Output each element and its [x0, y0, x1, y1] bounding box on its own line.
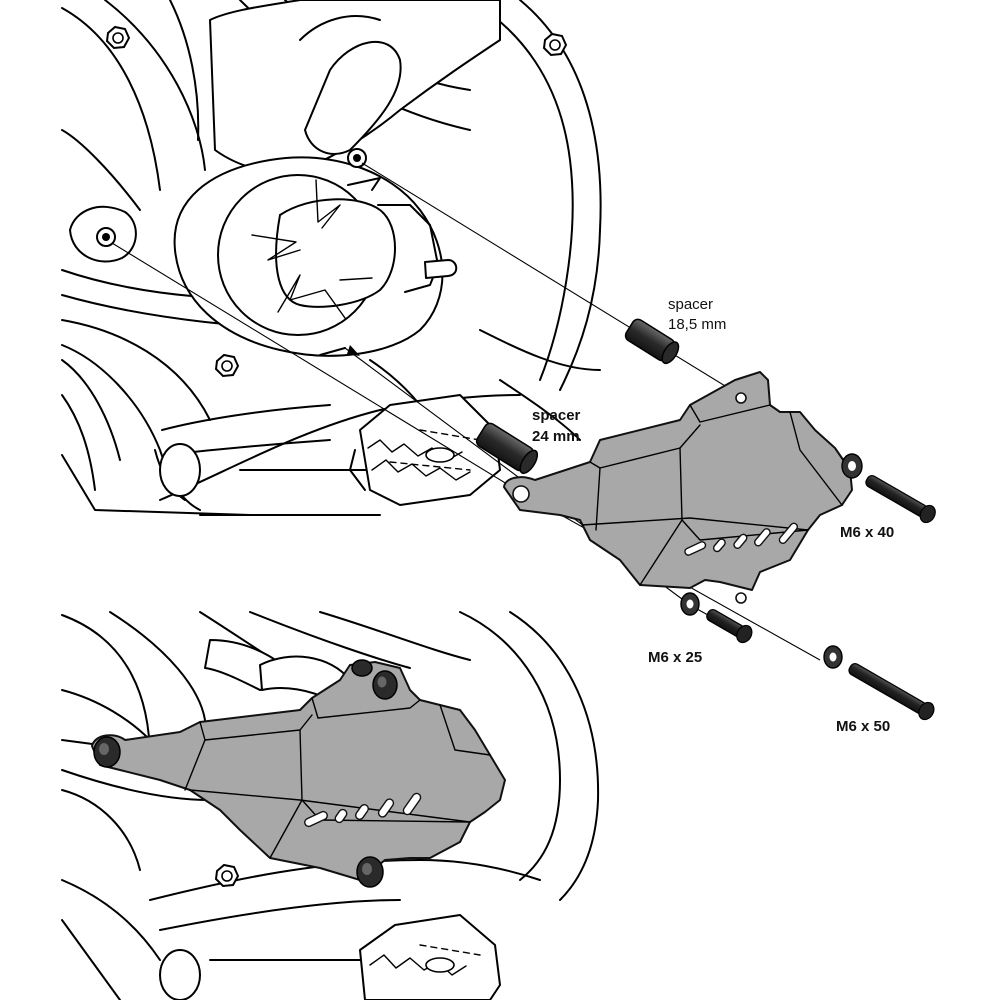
bolt-icon [848, 663, 935, 721]
washer-icon [680, 592, 700, 616]
washer-icon [841, 453, 863, 479]
bolt-icon [706, 609, 753, 644]
bolt-icon [351, 659, 373, 677]
footpeg [359, 914, 501, 1000]
engine-casing-lines [61, 0, 602, 516]
spacer-icon [624, 318, 680, 365]
spacer-large-label-line1: spacer [532, 407, 581, 424]
hex-bolt-head-icon [106, 26, 130, 49]
bolt-icon [865, 475, 936, 524]
frame-mount-boss [69, 205, 137, 263]
engine-guard-plate [91, 659, 506, 888]
bolt-m6x25-label: M6 x 25 [648, 649, 702, 666]
installed-view [61, 611, 600, 1000]
bolt-icon [372, 670, 398, 700]
bolt-m6x50-label: M6 x 50 [836, 718, 890, 735]
exploded-view: spacer 18,5 mm spacer 24 mm M6 x 40 M6 x… [61, 0, 936, 735]
hex-bolt-head-icon [215, 354, 239, 377]
footpeg [349, 394, 501, 506]
spacer-small-label-line2: 18,5 mm [668, 316, 726, 333]
vent-slots [304, 792, 422, 828]
hex-bolt-head-icon [543, 33, 567, 56]
washer-icon [823, 645, 843, 669]
guide-arrow-head [347, 345, 360, 356]
bolt-icon [356, 856, 384, 888]
bolt-m6x40-label: M6 x 40 [840, 524, 894, 541]
water-pump-housing [173, 148, 458, 357]
spacer-small-label-line1: spacer [668, 296, 713, 313]
vent-slots [684, 522, 799, 556]
spacer-large-label-line2: 24 mm [532, 428, 580, 445]
engine-guard-plate [503, 371, 853, 604]
spacer-icon [475, 422, 539, 475]
hex-bolt-head-icon [215, 864, 239, 887]
bolt-icon [93, 736, 121, 768]
